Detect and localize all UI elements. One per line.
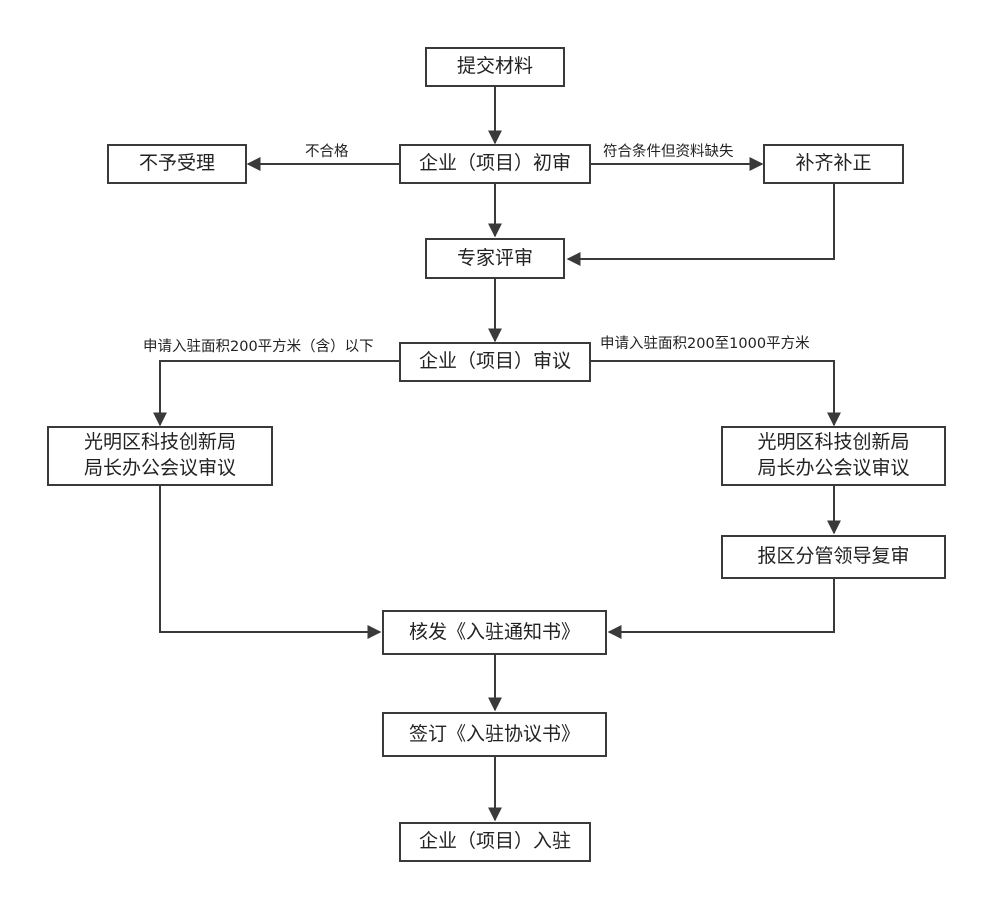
right-meeting-line-2: 局长办公会议审议 [757,457,910,479]
right-meeting-line-1: 光明区科技创新局 [757,431,910,454]
node-submit-materials: 提交材料 [425,47,565,87]
node-move-in: 企业（项目）入驻 [399,822,591,862]
arrow-leader-to-notice [607,579,835,639]
node-company-review: 企业（项目）审议 [399,342,591,382]
node-reject: 不予受理 [107,144,247,184]
label-small-area: 申请入驻面积200平方米（含）以下 [143,339,374,355]
label-unqualified: 不合格 [305,144,349,160]
label-large-area: 申请入驻面积200至1000平方米 [600,336,810,352]
arrow-supplement-to-expert [566,184,835,266]
node-issue-notice: 核发《入驻通知书》 [382,610,607,655]
node-district-leader-review: 报区分管领导复审 [721,535,946,579]
node-supplement: 补齐补正 [763,144,904,184]
node-sign-agreement: 签订《入驻协议书》 [382,712,607,757]
left-meeting-line-1: 光明区科技创新局 [83,431,236,454]
arrow-left-meeting-to-notice [159,486,382,639]
node-left-meeting-review: 光明区科技创新局 局长办公会议审议 [47,426,273,486]
node-right-meeting-review: 光明区科技创新局 局长办公会议审议 [721,426,946,486]
arrow-company-to-left-meeting [153,360,399,427]
node-initial-review: 企业（项目）初审 [399,144,591,184]
label-missing-docs: 符合条件但资料缺失 [603,144,734,160]
left-meeting-line-2: 局长办公会议审议 [83,457,236,479]
arrow-company-to-right-meeting [591,360,841,427]
node-expert-review: 专家评审 [425,238,565,279]
